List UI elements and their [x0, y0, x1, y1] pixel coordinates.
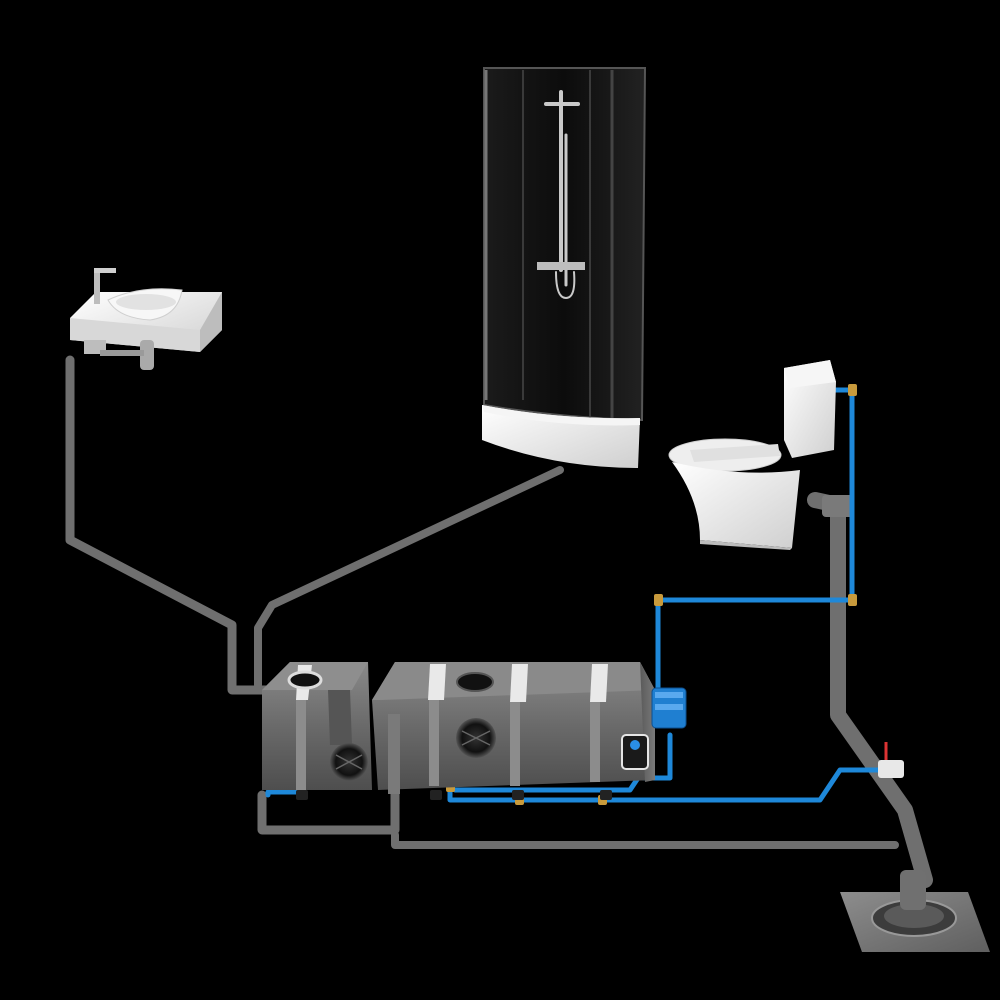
floor-drain [840, 870, 990, 952]
shower-drain-pipe [254, 466, 564, 689]
washbasin [70, 268, 222, 370]
tank-inspection-cap-right [456, 672, 494, 692]
tank-feet [296, 790, 612, 800]
toilet-pipe-joint [822, 495, 854, 517]
inlet-valve [878, 742, 904, 778]
pump-motor [621, 734, 649, 770]
toilet-bowl [672, 462, 800, 548]
shower-cabin [482, 67, 647, 468]
left-feed-pipe [265, 789, 303, 798]
toilet [668, 360, 836, 550]
greywater-tank [262, 662, 655, 800]
basin-faucet [94, 268, 100, 304]
shower-column [537, 90, 585, 300]
lower-supply-pipe [447, 767, 883, 803]
tank-outlet-pipe-left [257, 785, 400, 835]
tank-inspection-cap-left [287, 670, 323, 690]
tank-outlet-pipe-long [391, 831, 899, 849]
pump [621, 687, 687, 770]
basin-drain-pipe [65, 355, 273, 695]
toilet-drain-pipe [807, 492, 933, 888]
